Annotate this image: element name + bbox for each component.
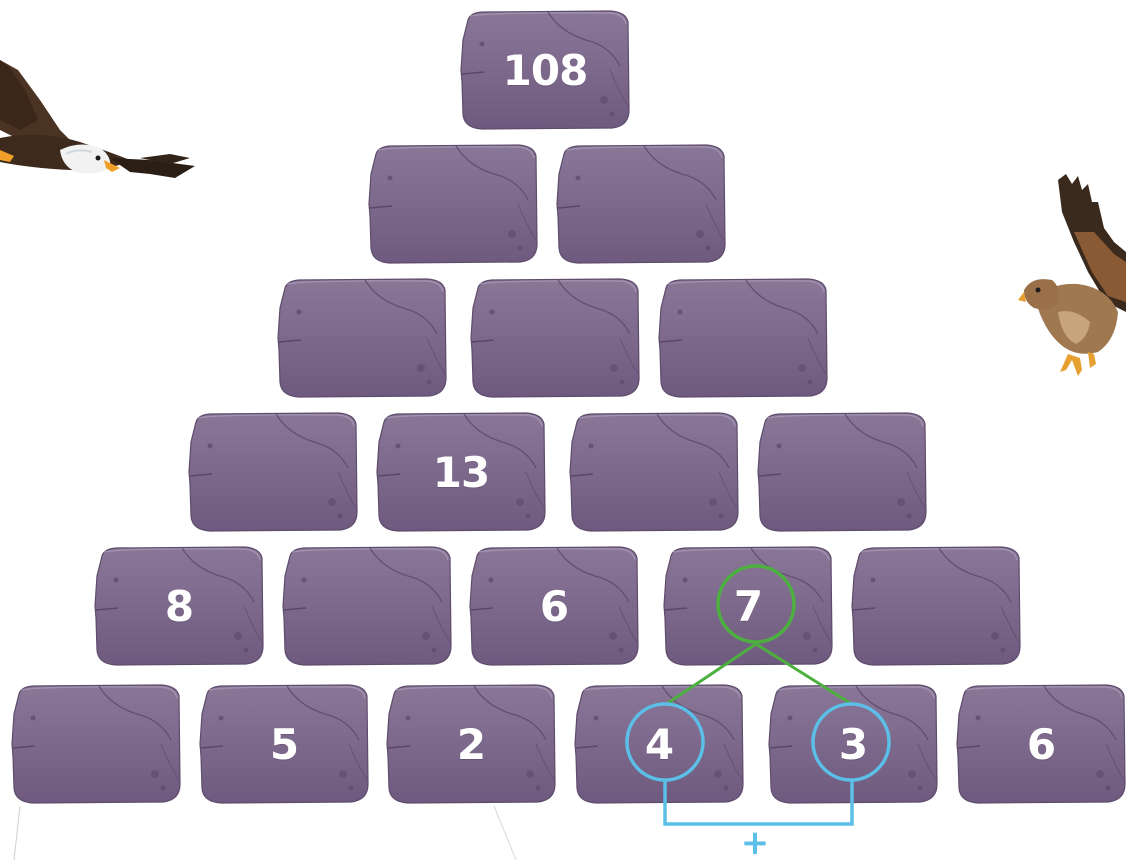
stone-r3-c3[interactable]	[757, 412, 927, 532]
stone-r5-c4[interactable]: 3	[768, 684, 938, 804]
stone-r5-c2[interactable]: 2	[386, 684, 556, 804]
stone-r4-c1[interactable]	[282, 546, 452, 666]
stone-r5-c3[interactable]: 4	[574, 684, 744, 804]
decor-line-left	[14, 806, 20, 860]
stone-r4-c2[interactable]: 6	[469, 546, 639, 666]
stone-value	[282, 546, 452, 666]
stone-value: 6	[956, 684, 1126, 804]
stone-r3-c2[interactable]	[569, 412, 739, 532]
stone-value	[368, 144, 538, 264]
plus-sign: +	[740, 826, 770, 860]
stone-value: 8	[94, 546, 264, 666]
decor-line-mid	[494, 806, 516, 860]
stone-value: 2	[386, 684, 556, 804]
stone-value: 7	[663, 546, 833, 666]
stone-r2-c2[interactable]	[658, 278, 828, 398]
stone-value	[556, 144, 726, 264]
stone-r2-c0[interactable]	[277, 278, 447, 398]
stone-value	[658, 278, 828, 398]
stone-value: 108	[460, 10, 630, 130]
stone-value	[569, 412, 739, 532]
stone-value: 3	[768, 684, 938, 804]
stone-r5-c0[interactable]	[11, 684, 181, 804]
bald-eagle-icon	[0, 60, 200, 190]
stone-value	[470, 278, 640, 398]
stone-value: 6	[469, 546, 639, 666]
stone-r2-c1[interactable]	[470, 278, 640, 398]
stone-r4-c3[interactable]: 7	[663, 546, 833, 666]
stone-value	[188, 412, 358, 532]
stone-r1-c1[interactable]	[556, 144, 726, 264]
hawk-icon	[1018, 172, 1126, 382]
stone-r4-c0[interactable]: 8	[94, 546, 264, 666]
stone-value: 13	[376, 412, 546, 532]
stone-r3-c0[interactable]	[188, 412, 358, 532]
stone-value	[11, 684, 181, 804]
stone-r1-c0[interactable]	[368, 144, 538, 264]
stone-value	[851, 546, 1021, 666]
stone-r5-c5[interactable]: 6	[956, 684, 1126, 804]
stone-value: 5	[199, 684, 369, 804]
stone-r4-c4[interactable]	[851, 546, 1021, 666]
stone-value	[757, 412, 927, 532]
stone-value: 4	[574, 684, 744, 804]
stone-r5-c1[interactable]: 5	[199, 684, 369, 804]
stone-r3-c1[interactable]: 13	[376, 412, 546, 532]
stone-value	[277, 278, 447, 398]
stone-r0-c0[interactable]: 108	[460, 10, 630, 130]
